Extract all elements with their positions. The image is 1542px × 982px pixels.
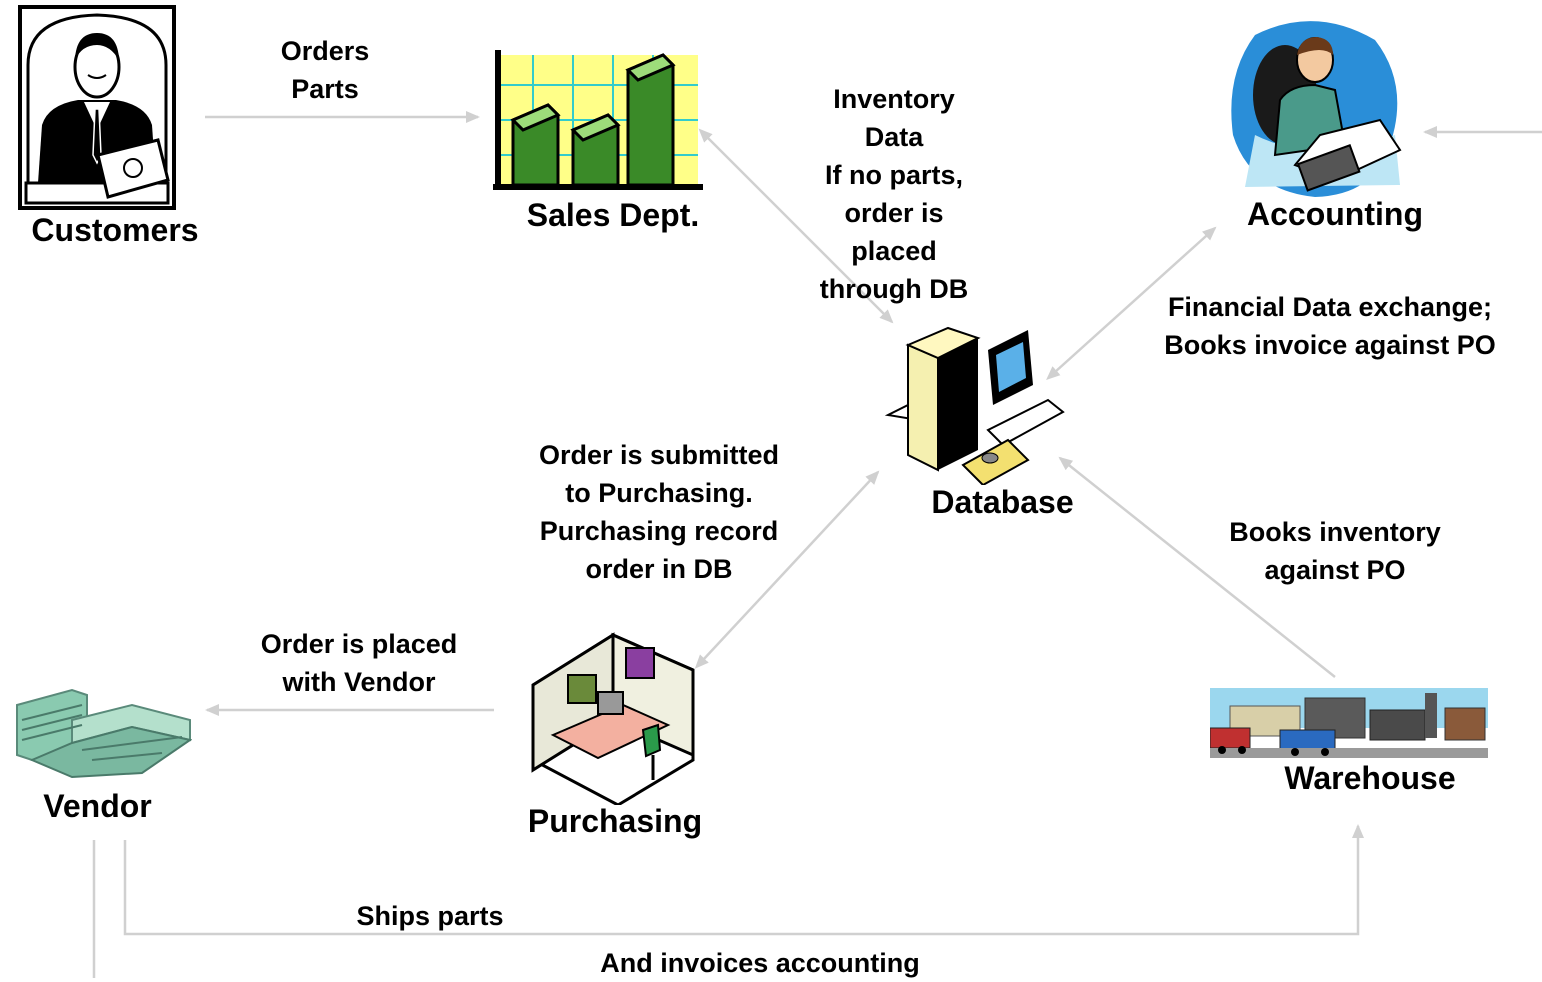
edge-label-order-submitted: Order is submitted to Purchasing. Purcha… bbox=[494, 436, 824, 588]
edge-label-line: against PO bbox=[1264, 555, 1406, 585]
arrow-sales-database bbox=[698, 128, 894, 324]
edge-label-line: Purchasing record bbox=[539, 516, 779, 546]
edge-label-orders-parts: Orders Parts bbox=[225, 32, 425, 108]
edge-label-books-inventory: Books inventory against PO bbox=[1185, 513, 1485, 589]
node-label-accounting: Accounting bbox=[1247, 196, 1423, 232]
warehouse-trucks-icon bbox=[1209, 688, 1488, 758]
arrow-vendor-ships-to-warehouse bbox=[123, 824, 1364, 936]
node-label-warehouse: Warehouse bbox=[1284, 760, 1456, 796]
computer-workstation-icon bbox=[878, 320, 1068, 487]
edge-label-line: order is bbox=[844, 198, 944, 228]
edge-label-line: Financial Data exchange; bbox=[1167, 292, 1493, 322]
edge-label-line: through DB bbox=[819, 274, 969, 304]
edge-label-line: Parts bbox=[291, 74, 359, 104]
node-label-sales: Sales Dept. bbox=[526, 197, 700, 233]
factory-buildings-icon bbox=[12, 685, 193, 780]
edge-label-line: Orders bbox=[280, 36, 370, 66]
arrow-purchasing-database bbox=[694, 470, 880, 669]
arrow-warehouse-to-database bbox=[1058, 456, 1336, 678]
office-cubicle-icon bbox=[528, 630, 696, 807]
arrow-database-accounting bbox=[1046, 226, 1217, 381]
accountant-at-desk-icon bbox=[1225, 15, 1405, 200]
businessman-with-money-icon bbox=[18, 5, 176, 210]
edge-label-line: to Purchasing. bbox=[565, 478, 753, 508]
edge-label-line: Order is placed bbox=[260, 629, 458, 659]
edge-label-invoices: And invoices accounting bbox=[600, 948, 920, 978]
edge-label-line: Data bbox=[864, 122, 924, 152]
edge-label-financial: Financial Data exchange; Books invoice a… bbox=[1120, 288, 1540, 364]
edge-label-line: Inventory bbox=[833, 84, 955, 114]
edge-label-line: Books inventory bbox=[1229, 517, 1441, 547]
node-label-database: Database bbox=[931, 484, 1074, 520]
edge-label-line: Books invoice against PO bbox=[1164, 330, 1496, 360]
node-label-customers: Customers bbox=[31, 212, 199, 248]
edge-label-line: placed bbox=[851, 236, 937, 266]
edge-label-order-placed: Order is placed with Vendor bbox=[220, 625, 498, 701]
edge-label-line: with Vendor bbox=[282, 667, 436, 697]
edge-label-line: If no parts, bbox=[824, 160, 963, 190]
edge-label-ships-parts: Ships parts bbox=[356, 901, 504, 931]
bar-chart-money-icon bbox=[493, 50, 703, 195]
edge-label-line: Order is submitted bbox=[538, 440, 780, 470]
edge-label-inventory: Inventory Data If no parts, order is pla… bbox=[779, 80, 1009, 308]
edge-label-line: order in DB bbox=[585, 554, 733, 584]
node-label-vendor: Vendor bbox=[43, 788, 152, 824]
node-label-purchasing: Purchasing bbox=[527, 803, 703, 839]
